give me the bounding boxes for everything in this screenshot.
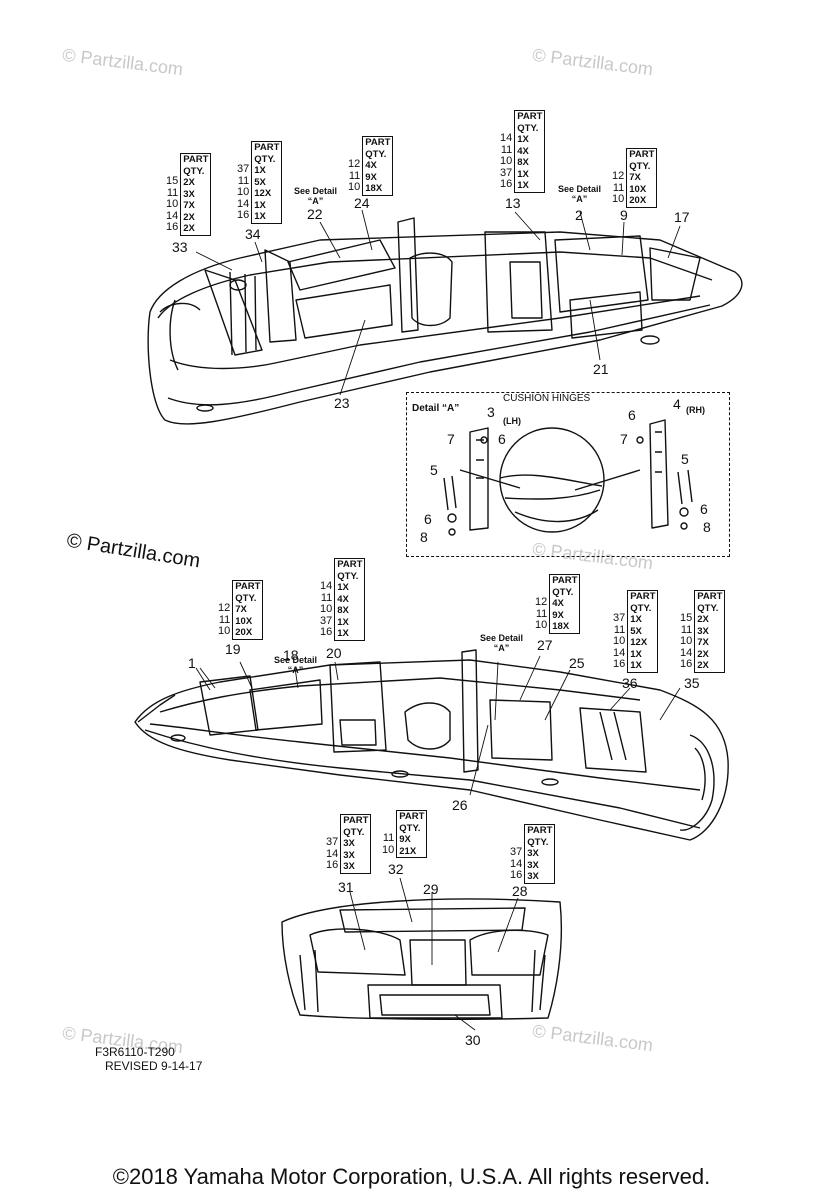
part-callout: 30 (465, 1032, 481, 1048)
part-callout: 36 (622, 675, 638, 691)
part-callout: 8 (703, 519, 711, 535)
part-callout: 6 (628, 407, 636, 423)
part-callout: 20 (326, 645, 342, 661)
detail-a-box (406, 392, 730, 557)
part-callout: 25 (569, 655, 585, 671)
see-detail-label: See Detail“A” (558, 184, 602, 204)
part-callout: 24 (354, 195, 370, 211)
part-callout: 27 (537, 637, 553, 653)
part-callout: 6 (700, 501, 708, 517)
part-callout: 6 (424, 511, 432, 527)
bottom-hull-drawing (134, 649, 729, 841)
bottom-leader-lines (195, 655, 681, 796)
part-callout: 3 (487, 404, 495, 420)
part-callout: 19 (225, 641, 241, 657)
copyright-footer: ©2018 Yamaha Motor Corporation, U.S.A. A… (112, 1164, 711, 1189)
part-callout: 34 (245, 226, 261, 242)
part-callout: 13 (505, 195, 521, 211)
detail-a-drawing (443, 419, 693, 536)
see-detail-label: See Detail“A” (294, 186, 338, 206)
deck-leader-lines (349, 877, 519, 1031)
part-callout: 2 (575, 207, 583, 223)
part-callout: 1 (188, 655, 196, 671)
part-callout: 5 (681, 451, 689, 467)
part-callout: 32 (388, 861, 404, 877)
part-callout: 23 (334, 395, 350, 411)
revised-date: REVISED 9-14-17 (105, 1059, 203, 1073)
lh-label: (LH) (503, 416, 521, 426)
top-hull-drawing (147, 217, 743, 425)
see-detail-label: See Detail“A” (480, 633, 524, 653)
part-callout: 7 (620, 431, 628, 447)
top-leader-lines (195, 209, 681, 396)
part-callout: 9 (620, 207, 628, 223)
part-callout: 21 (593, 361, 609, 377)
rh-label: (RH) (686, 405, 705, 415)
deck-drawing (281, 898, 563, 1020)
part-callout: 33 (172, 239, 188, 255)
part-callout: 6 (498, 431, 506, 447)
detail-a-title: Detail “A” (412, 403, 460, 414)
drawing-code: F3R6110-T290 (95, 1045, 175, 1059)
part-callout: 22 (307, 206, 323, 222)
part-callout: 17 (674, 209, 690, 225)
part-callout: 8 (420, 529, 428, 545)
part-callout: 7 (447, 431, 455, 447)
detail-a-subtitle: CUSHION HINGES (503, 393, 591, 404)
part-callout: 26 (452, 797, 468, 813)
see-detail-label: See Detail“A” (274, 655, 318, 675)
part-callout: 29 (423, 881, 439, 897)
part-callout: 18 (283, 647, 299, 663)
part-callout: 31 (338, 879, 354, 895)
part-callout: 35 (684, 675, 700, 691)
part-callout: 28 (512, 883, 528, 899)
part-callout: 4 (673, 396, 681, 412)
part-callout: 5 (430, 462, 438, 478)
